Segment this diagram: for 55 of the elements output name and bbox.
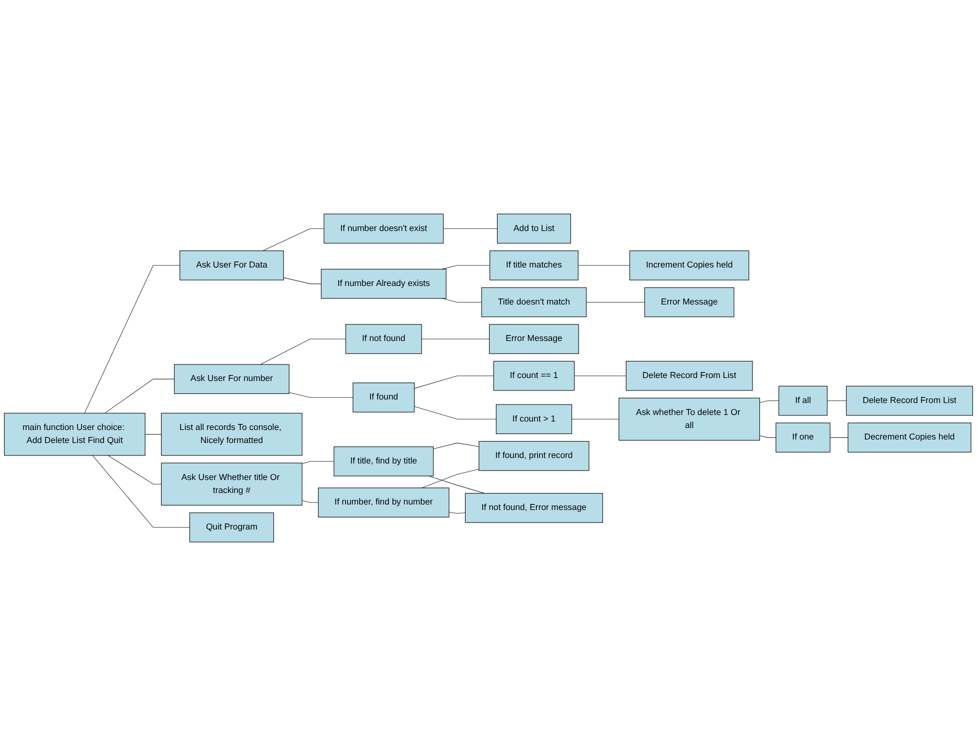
connector: [414, 376, 494, 389]
connector: [288, 392, 354, 398]
node-box: If number doesn't exist: [324, 214, 444, 244]
connector: [578, 265, 630, 266]
node-box: Ask User Whether title Or tracking #: [161, 462, 302, 506]
connector: [826, 400, 847, 401]
node-box: Ask User For Data: [180, 250, 284, 280]
connector: [448, 512, 466, 514]
connector: [759, 435, 776, 438]
node-box: If not found, Error message: [465, 493, 603, 523]
node-box: Error Message: [644, 287, 734, 318]
connector: [262, 228, 324, 252]
node-box: If number Already exists: [320, 268, 446, 299]
connector: [572, 418, 620, 420]
node-box: Delete Record From List: [626, 360, 753, 391]
node-box: main function User choice: Add Delete List Find Quit: [4, 412, 146, 456]
connector: [421, 338, 490, 340]
node-box: Ask User For number: [174, 364, 290, 394]
connector: [422, 468, 480, 488]
connector: [443, 228, 498, 229]
node-box: If title, find by title: [334, 446, 434, 476]
node-box: Increment Copies held: [629, 250, 750, 280]
connector: [302, 461, 334, 464]
connector: [428, 476, 485, 494]
node-box: List all records To console, Nicely formatted: [161, 412, 302, 456]
connector: [104, 378, 175, 414]
connector: [442, 298, 482, 302]
node-box: If count == 1: [493, 360, 575, 391]
node-box: Quit Program: [189, 512, 274, 542]
connector: [442, 265, 490, 270]
node-box: If number, find by number: [318, 488, 450, 518]
connector: [108, 455, 162, 484]
connector: [414, 406, 496, 420]
connector: [144, 434, 162, 435]
node-box: Error Message: [489, 324, 579, 354]
connector: [283, 277, 322, 284]
node-box: Title doesn't match: [481, 287, 587, 318]
node-box: If not found: [345, 324, 422, 354]
node-box: Ask whether To delete 1 Or all: [618, 398, 760, 441]
connector: [84, 265, 180, 414]
node-box: Add to List: [497, 214, 571, 244]
node-box: If all: [778, 386, 828, 416]
node-box: Decrement Copies held: [848, 422, 972, 452]
connector: [830, 437, 848, 438]
node-box: If title matches: [490, 250, 578, 280]
connector: [759, 400, 780, 403]
connector: [302, 500, 319, 503]
connector: [92, 455, 190, 528]
node-box: If count > 1: [496, 404, 572, 434]
node-box: If one: [776, 422, 830, 452]
node-box: If found: [352, 382, 415, 412]
connector: [433, 442, 480, 450]
node-box: Delete Record From List: [846, 386, 973, 416]
node-box: If found, print record: [478, 441, 590, 471]
connector: [260, 338, 346, 365]
